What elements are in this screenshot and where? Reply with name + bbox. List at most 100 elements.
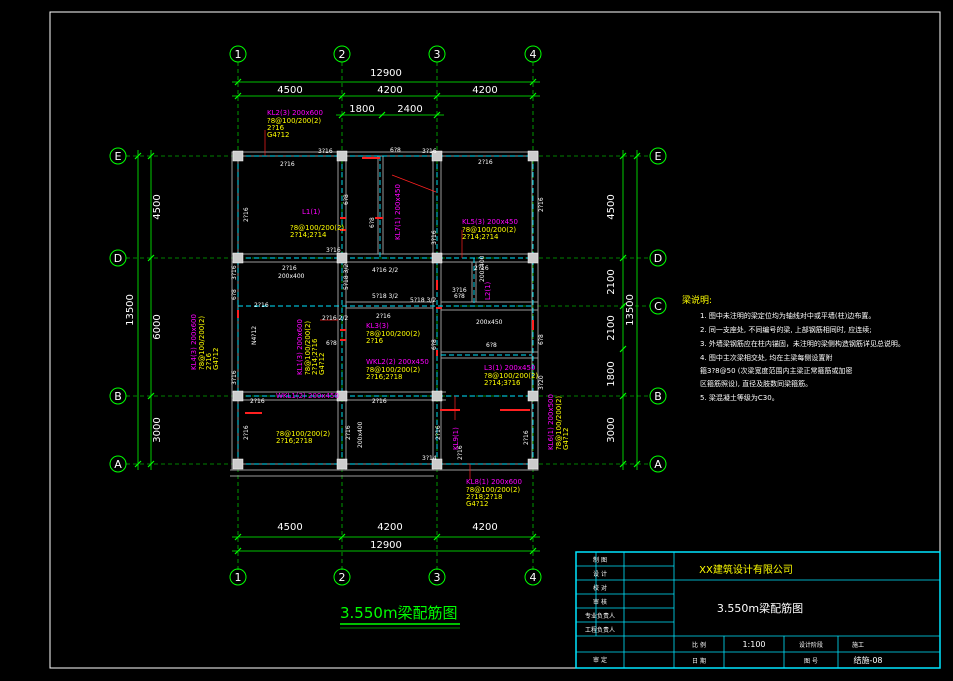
svg-text:6?8: 6?8: [454, 293, 465, 300]
tb-label-check: 校 对: [593, 584, 607, 592]
dim-left-3: 3000: [152, 417, 163, 442]
svg-text:6?8: 6?8: [390, 147, 401, 154]
note-3: 3. 外墙梁钢筋应在柱内锚固，未注明的梁侧构造钢筋详见总说明。: [700, 339, 905, 348]
dim-right-2: 2100: [606, 269, 617, 294]
svg-text:3?16: 3?16: [326, 247, 341, 254]
note-2: 2. 同一支座处, 不同编号的梁, 上部钢筋相同时, 应连续;: [700, 325, 872, 334]
dim-bottom-1: 4500: [277, 522, 302, 533]
svg-text:?8@100/200(2): ?8@100/200(2): [462, 226, 516, 234]
svg-text:L2(1): L2(1): [484, 281, 492, 300]
dim-bottom-total: 12900: [370, 540, 402, 551]
beam-l3-name: L3(1) 200x450: [484, 364, 535, 372]
axis-label-d-right: D: [654, 252, 662, 265]
tb-label-design: 设 计: [593, 570, 607, 578]
note-7: 5. 梁混凝土等级为C30。: [700, 393, 779, 402]
svg-text:G4?12: G4?12: [212, 347, 220, 370]
beam-kl8-name: KL8(1) 200x600: [466, 478, 522, 486]
beam-kl1-name: KL1(3) 200x600: [296, 319, 304, 375]
dim-right-3: 2100: [606, 315, 617, 340]
dim-bottom-2: 4200: [377, 522, 402, 533]
beam-kl4-name: KL4(3) 200x600: [190, 314, 198, 370]
svg-text:?8@100/200(2): ?8@100/200(2): [466, 486, 520, 494]
beam-centerlines: [237, 155, 534, 465]
tb-drawing-name: 3.550m梁配筋图: [717, 601, 803, 615]
svg-text:2?16: 2?16: [280, 161, 295, 168]
axis-label-b-left: B: [114, 390, 122, 403]
axis-label-2-bottom: 2: [339, 571, 346, 584]
dim-right-5: 3000: [606, 417, 617, 442]
note-4: 4. 图中主次梁相交处, 均在主梁每侧设置附: [700, 353, 832, 362]
svg-text:200x450: 200x450: [476, 319, 503, 326]
note-6: 区箍筋照设), 直径及肢数同梁箍筋。: [700, 379, 812, 388]
tb-label-approve: 审 定: [593, 656, 607, 664]
svg-text:2?14;2?16: 2?14;2?16: [311, 338, 319, 375]
beam-kl3-name: KL3(3): [366, 322, 389, 330]
note-5: 箍3?8@50 (次梁宽度范围内主梁正常箍筋或加密: [700, 366, 853, 375]
svg-text:KL7(1) 200x450: KL7(1) 200x450: [394, 184, 402, 240]
svg-text:2?16: 2?16: [478, 159, 493, 166]
axis-label-4-bottom: 4: [530, 571, 537, 584]
dim-left-total: 13500: [125, 294, 136, 326]
svg-text:2?16: 2?16: [282, 265, 297, 272]
svg-text:2?16: 2?16: [345, 425, 352, 440]
svg-text:2?16: 2?16: [538, 197, 545, 212]
svg-text:2?16: 2?16: [474, 265, 489, 272]
drawing-title: 3.550m梁配筋图: [340, 604, 458, 622]
dim-bottom-3: 4200: [472, 522, 497, 533]
svg-text:3?16: 3?16: [431, 230, 438, 245]
svg-text:5?18 3/2: 5?18 3/2: [343, 264, 350, 290]
tb-label-discipline-lead: 专业负责人: [585, 612, 615, 620]
beam-wkl1-name: WKL1(2) 200x450: [276, 392, 339, 400]
svg-text:5?18 3/2: 5?18 3/2: [372, 293, 398, 300]
svg-text:KL9(1): KL9(1): [452, 427, 460, 450]
axis-label-3-bottom: 3: [434, 571, 441, 584]
svg-text:?8@100/200(2): ?8@100/200(2): [484, 372, 538, 380]
svg-text:3?16: 3?16: [422, 148, 437, 155]
beam-reinforcement: ?8@100/200(2) 2?16 G4?12 ?8@100/200(2) 2…: [198, 117, 570, 508]
dim-left-2: 6000: [152, 314, 163, 339]
dim-top-sub-1: 1800: [349, 104, 374, 115]
tb-scale-label: 比 例: [692, 641, 706, 649]
svg-text:G4?12: G4?12: [318, 352, 326, 375]
svg-text:6?8: 6?8: [369, 217, 376, 228]
svg-text:2?16: 2?16: [267, 124, 285, 132]
svg-text:?8@100/200(2): ?8@100/200(2): [267, 117, 321, 125]
axis-label-e-left: E: [115, 150, 122, 163]
axis-label-1-bottom: 1: [235, 571, 242, 584]
axis-label-a-right: A: [654, 458, 662, 471]
title-block: 制 图 设 计 校 对 审 核 专业负责人 工程负责人 审 定 比 例 1:10…: [575, 551, 941, 669]
svg-text:6?8: 6?8: [538, 334, 545, 345]
svg-text:2?14;2?14: 2?14;2?14: [290, 231, 327, 239]
dim-left-1: 4500: [152, 194, 163, 219]
svg-text:G4?12: G4?12: [267, 131, 290, 139]
support-marks: [237, 157, 534, 414]
svg-text:2?16: 2?16: [435, 425, 442, 440]
axis-label-a-left: A: [114, 458, 122, 471]
dimension-lines: [134, 78, 641, 555]
axis-label-d-left: D: [114, 252, 122, 265]
svg-text:2?16: 2?16: [376, 313, 391, 320]
svg-text:6?8: 6?8: [431, 339, 438, 350]
svg-text:?8@100/200(2): ?8@100/200(2): [198, 316, 206, 370]
svg-text:2?16: 2?16: [250, 398, 265, 405]
columns: [232, 150, 539, 470]
dim-right-1: 4500: [606, 194, 617, 219]
tb-drawing-no-value: 结施-08: [853, 655, 882, 665]
axis-label-3-top: 3: [434, 48, 441, 61]
svg-text:3?16: 3?16: [318, 148, 333, 155]
svg-text:2?16: 2?16: [372, 398, 387, 405]
axis-label-e-right: E: [655, 150, 662, 163]
svg-text:4?16 2/2: 4?16 2/2: [372, 267, 398, 274]
tb-date-label: 日 期: [692, 657, 706, 665]
svg-text:G4?12: G4?12: [562, 427, 570, 450]
dim-right-total: 13500: [625, 294, 636, 326]
tb-scale-value: 1:100: [742, 640, 765, 649]
dim-top-total: 12900: [370, 68, 402, 79]
tb-stage-label: 设计阶段: [799, 641, 823, 649]
svg-text:6?8: 6?8: [326, 340, 337, 347]
beam-l1-name: L1(1): [302, 208, 321, 216]
svg-text:6?8: 6?8: [343, 194, 350, 205]
axis-label-4-top: 4: [530, 48, 537, 61]
